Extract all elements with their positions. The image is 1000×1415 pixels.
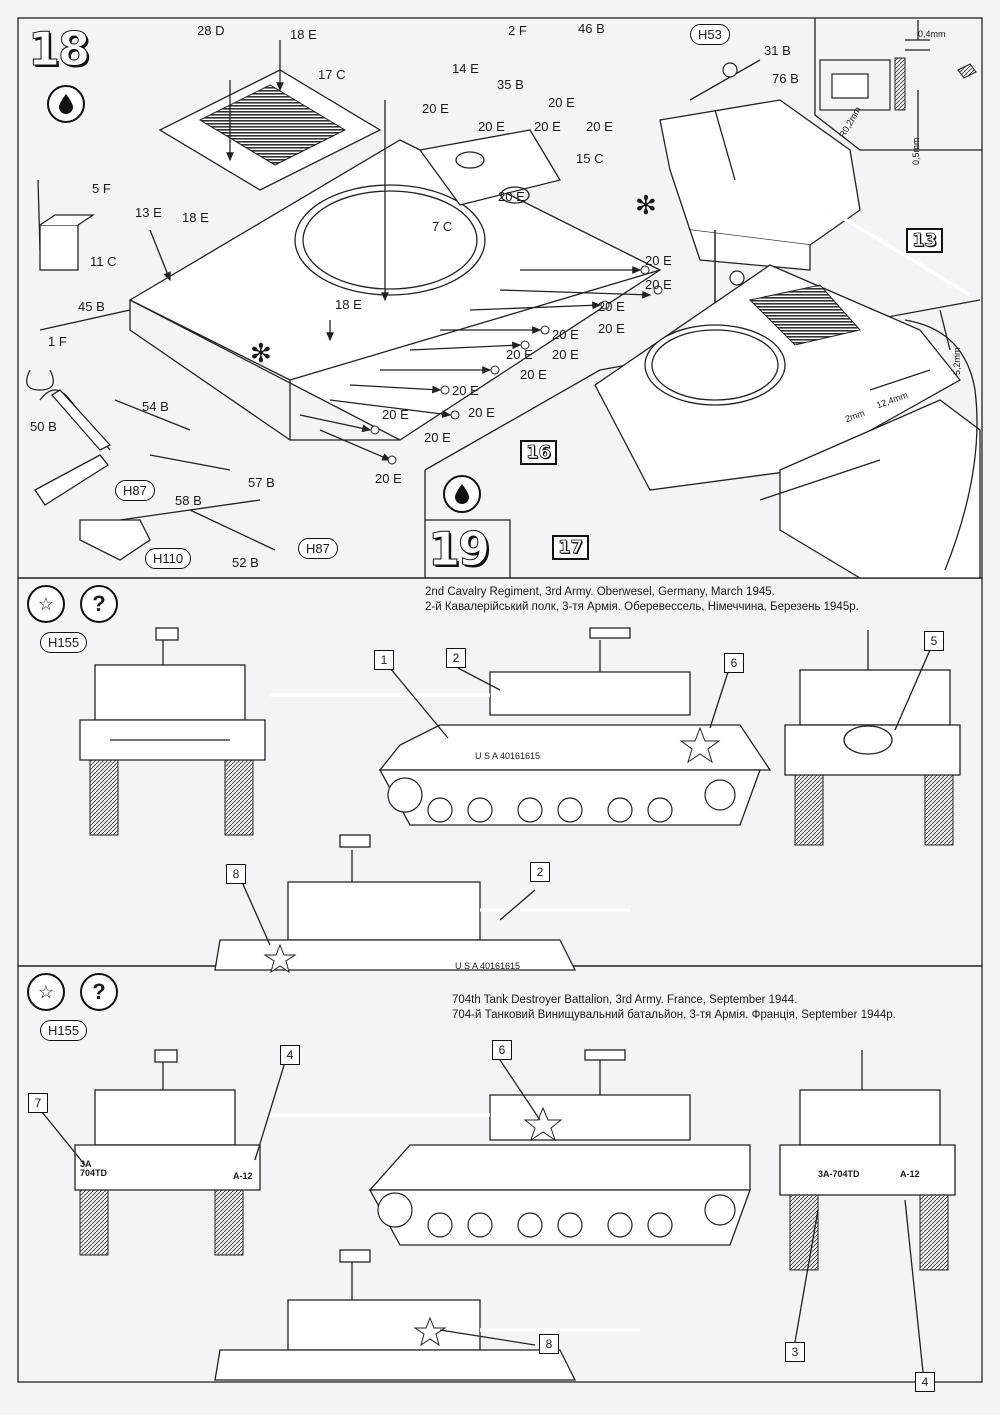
part-label: 35 B (497, 77, 524, 92)
paint-pill-h110: H110 (145, 548, 192, 569)
part-label: 20 E (548, 95, 575, 110)
decal-callout: 4 (280, 1045, 300, 1065)
scheme1-caption-en: 2nd Cavalry Regiment, 3rd Army. Oberwese… (425, 586, 775, 598)
decal-callout: 4 (915, 1372, 935, 1392)
part-label: 20 E (468, 405, 495, 420)
s2-lower-view (214, 1249, 640, 1381)
part-label: 57 B (248, 475, 275, 490)
step-ref-17: 17 (552, 535, 590, 560)
paint-pill-h87-2: H87 (298, 538, 338, 559)
part-label: 20 E (586, 119, 613, 134)
part-label: 18 E (335, 297, 362, 312)
part-label: 20 E (520, 367, 547, 382)
cement-drop-icon (47, 85, 85, 123)
decal-callout: 1 (374, 650, 394, 670)
question-icon-2: ? (80, 973, 118, 1011)
decal-callout: 7 (28, 1093, 48, 1113)
part-label: 11 C (90, 254, 117, 269)
part-label: 54 B (142, 399, 169, 414)
question-icon: ? (80, 585, 118, 623)
scheme1-serial-marking-2: U S A 40161615 (455, 961, 521, 971)
decal-callout: 8 (539, 1334, 559, 1354)
scheme2-caption-ua: 704-й Танковий Винищувальний батальйон, … (452, 1009, 896, 1021)
decal-callout: 2 (530, 862, 550, 882)
part-label: 20 E (645, 253, 672, 268)
asterisk-icon: ✻ (250, 338, 272, 368)
scheme2-front-marking: 3A 704TD (80, 1159, 108, 1178)
part-label: 14 E (452, 61, 479, 76)
scheme2-paint-code: H155 (40, 1020, 88, 1041)
part-label: 18 E (290, 27, 317, 42)
decal-callout: 8 (226, 864, 246, 884)
part-label: 20 E (478, 119, 505, 134)
scheme1-serial-marking: U S A 40161615 (475, 751, 541, 761)
part-label: 50 B (30, 419, 57, 434)
part-label: 13 E (135, 205, 162, 220)
s1-lower-view (214, 834, 630, 971)
part-label: 31 B (764, 43, 791, 58)
decal-callout: 6 (724, 653, 744, 673)
part-label: 17 C (318, 67, 346, 82)
decal-callout: 5 (924, 631, 944, 651)
part-label: 45 B (78, 299, 105, 314)
scheme2-front-marking-right: A-12 (233, 1171, 253, 1181)
part-label: 1 F (48, 334, 67, 349)
part-label: 20 E (598, 321, 625, 336)
scheme2-rear-marking-right: A-12 (900, 1169, 920, 1179)
part-label: 20 E (452, 383, 479, 398)
step-ref-16: 16 (520, 440, 558, 465)
cement-drop-icon-19 (443, 475, 481, 513)
part-label: 15 C (576, 151, 604, 166)
part-label: 76 B (772, 71, 799, 86)
part-label: 20 E (645, 277, 672, 292)
part-label: 20 E (422, 101, 449, 116)
paint-pill-h87: H87 (115, 480, 155, 501)
part-label: 46 B (578, 21, 605, 36)
part-label: 28 D (197, 23, 225, 38)
part-label: 20 E (534, 119, 561, 134)
step-19-number: 19 (427, 522, 490, 577)
scheme1-caption-ua: 2-й Кавалерійський полк, 3-тя Армія. Обе… (425, 601, 859, 613)
decal-star-icon: ☆ (27, 585, 65, 623)
dimension-label: 0,5mm (911, 137, 921, 165)
step-18-number: 18 (27, 22, 90, 77)
decal-callout: 6 (492, 1040, 512, 1060)
s2-side-view (270, 1049, 751, 1246)
part-label: 20 E (498, 189, 525, 204)
part-label: 20 E (382, 407, 409, 422)
decal-callout: 2 (446, 648, 466, 668)
part-label: 20 E (424, 430, 451, 445)
decal-star-icon-2: ☆ (27, 973, 65, 1011)
s1-rear-view (784, 630, 961, 846)
decal-callout: 3 (785, 1342, 805, 1362)
part-label: 58 B (175, 493, 202, 508)
part-label: 52 B (232, 555, 259, 570)
scheme1-paint-code: H155 (40, 632, 88, 653)
part-label: 18 E (182, 210, 209, 225)
paint-pill-h53: H53 (690, 24, 730, 45)
dimension-label: 0,4mm (918, 29, 946, 39)
asterisk-icon-2: ✻ (635, 190, 657, 220)
part-label: 7 C (432, 219, 453, 234)
s1-front-view (79, 627, 266, 836)
part-label: 20 E (375, 471, 402, 486)
part-label: 5 F (92, 181, 111, 196)
part-label: 20 E (552, 327, 579, 342)
part-label: 20 E (506, 347, 533, 362)
dimension-label: 5,2mm (952, 347, 962, 375)
part-label: 2 F (508, 23, 527, 38)
part-label: 20 E (598, 299, 625, 314)
part-label: 20 E (552, 347, 579, 362)
scheme2-rear-marking: 3A-704TD (818, 1169, 860, 1179)
step-ref-13: 13 (906, 228, 944, 253)
s1-side-view (270, 627, 772, 826)
s2-rear-view (779, 1050, 956, 1271)
scheme2-caption-en: 704th Tank Destroyer Battalion, 3rd Army… (452, 994, 798, 1006)
s2-front-view (74, 1049, 261, 1256)
